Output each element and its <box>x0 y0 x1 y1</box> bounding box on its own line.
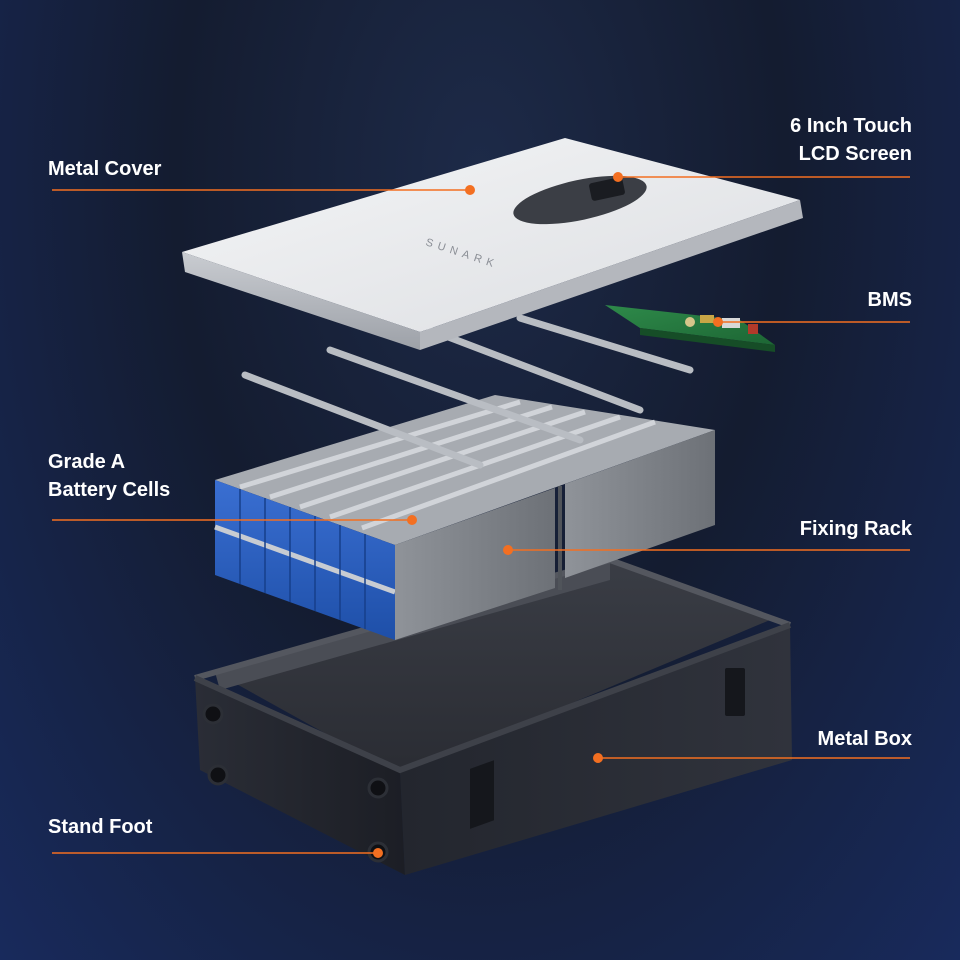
busbars <box>241 314 694 469</box>
battery-module <box>214 395 715 640</box>
label-metal-box: Metal Box <box>817 728 912 750</box>
leader-lines <box>52 176 910 854</box>
dot-bms <box>713 317 723 327</box>
label-stand-foot: Stand Foot <box>48 816 153 838</box>
dot-lcd-screen <box>613 172 623 182</box>
dot-battery-cells <box>407 515 417 525</box>
label-battery-cells: Grade A Battery Cells <box>48 451 171 501</box>
callout-dots <box>373 172 723 858</box>
label-metal-cover: Metal Cover <box>48 158 162 180</box>
label-lcd-screen: 6 Inch Touch LCD Screen <box>790 115 912 165</box>
bms-board <box>605 305 775 352</box>
dot-metal-box <box>593 753 603 763</box>
label-fixing-rack: Fixing Rack <box>799 518 912 540</box>
label-bms: BMS <box>867 289 912 311</box>
dot-stand-foot <box>373 848 383 858</box>
dot-fixing-rack <box>503 545 513 555</box>
metal-cover: SUNARK <box>182 138 803 350</box>
dot-metal-cover <box>465 185 475 195</box>
stand-feet <box>202 703 389 863</box>
